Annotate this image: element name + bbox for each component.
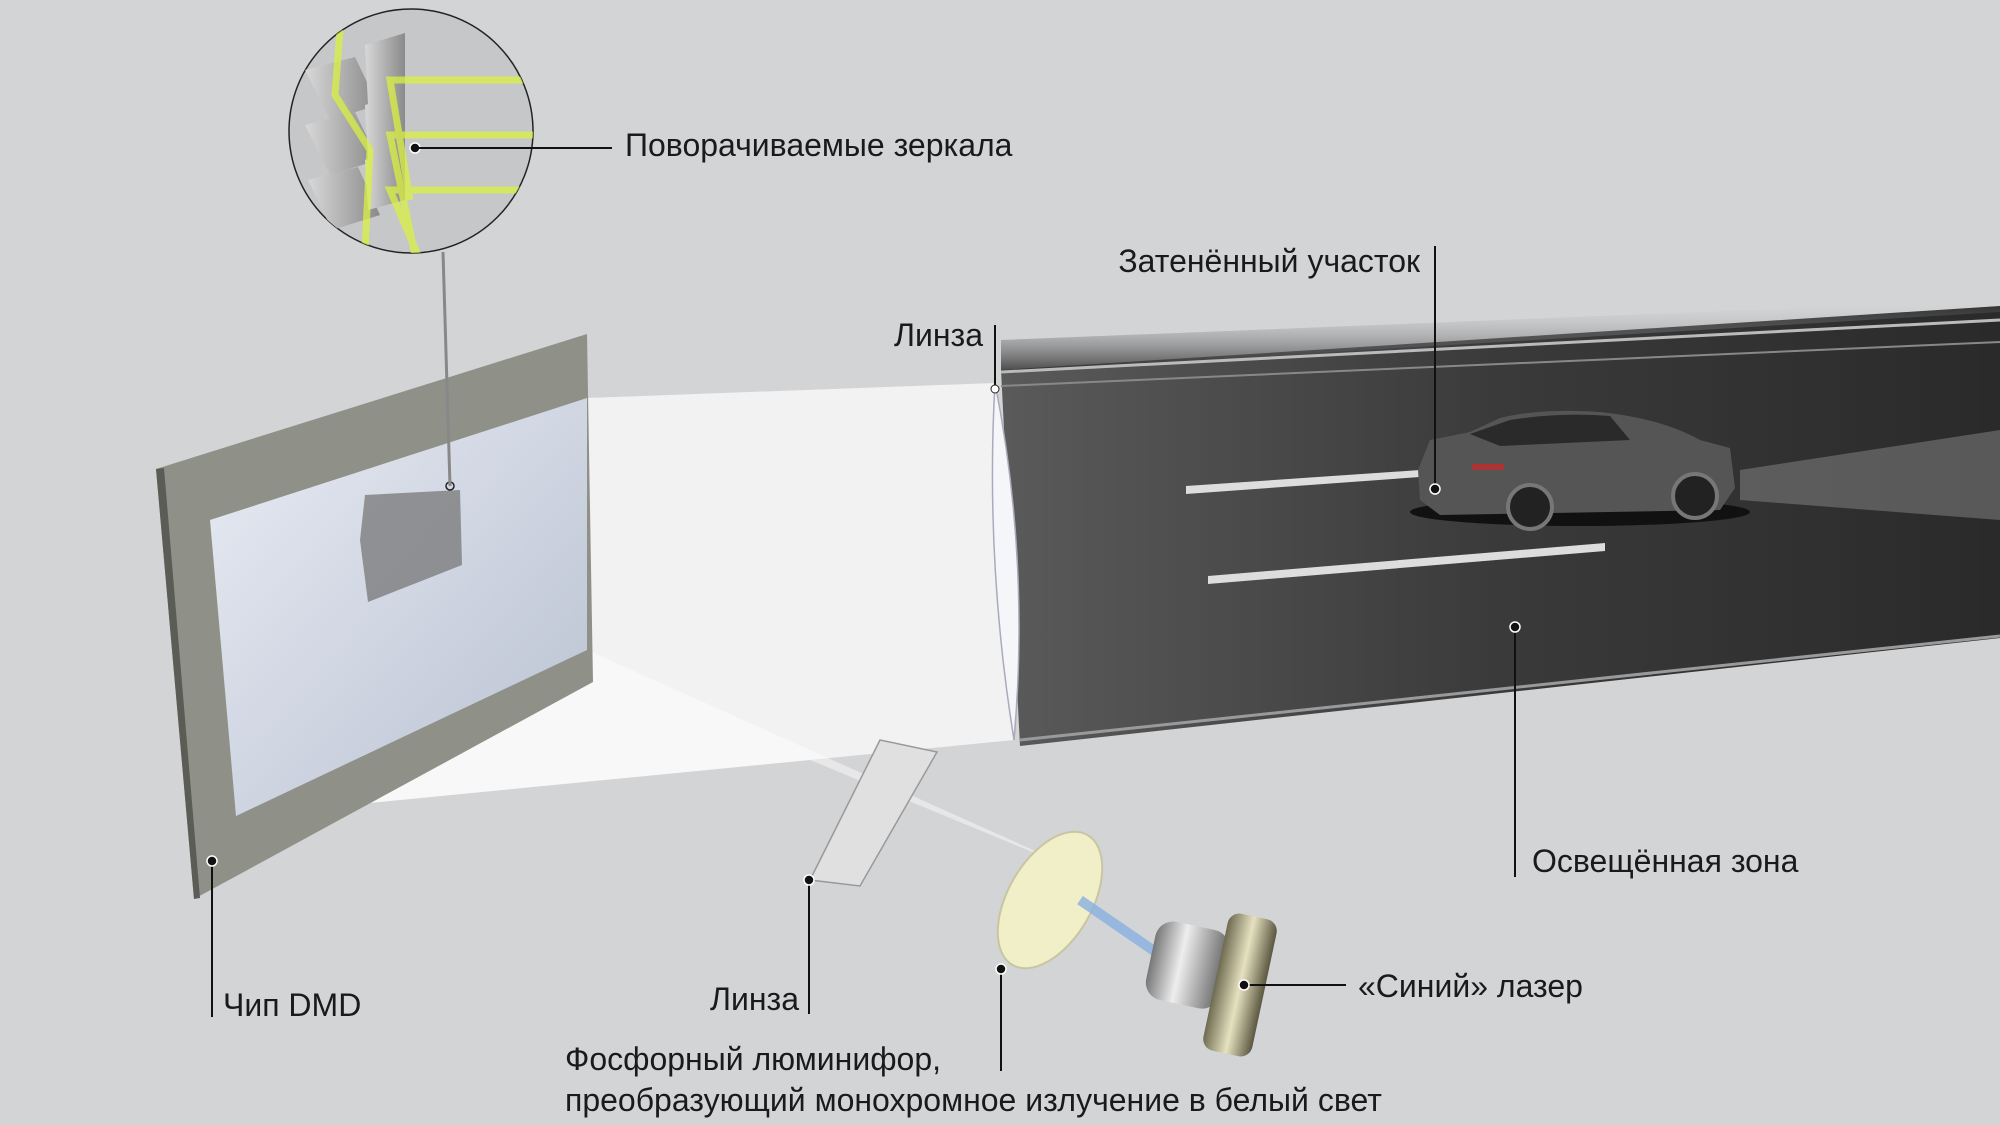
- headlight-beam: [1740, 430, 2000, 520]
- label-blue-laser: «Синий» лазер: [1358, 968, 1583, 1004]
- label-rotating-mirrors: Поворачиваемые зеркала: [625, 127, 1013, 163]
- label-phosphor-line2: преобразующий монохромное излучение в бе…: [565, 1082, 1382, 1118]
- mirror-zoom-inset: [288, 8, 534, 487]
- car-image: [1410, 410, 1750, 531]
- shaded-pattern: [360, 490, 462, 602]
- label-lens-bottom: Линза: [710, 981, 799, 1017]
- guardrail: [1000, 318, 2000, 374]
- label-lens-top: Линза: [894, 317, 983, 353]
- phosphor-converter: [996, 830, 1104, 970]
- condenser-lens: [808, 739, 939, 887]
- laser-beam: [1077, 895, 1163, 960]
- label-lit-zone: Освещённая зона: [1532, 843, 1799, 879]
- label-shaded-area: Затенённый участок: [1118, 243, 1421, 279]
- dmd-chip: [156, 334, 593, 899]
- label-dmd-chip: Чип DMD: [223, 987, 361, 1023]
- road-scene: [1000, 300, 2000, 746]
- leader-lines: [206, 147, 1521, 1071]
- lane-marking: [1186, 470, 1420, 494]
- source-light-beam: [236, 650, 1100, 880]
- projection-lens: [991, 382, 1020, 741]
- label-phosphor-line1: Фосфорный люминифор,: [565, 1041, 941, 1077]
- lane-marking: [1208, 543, 1605, 584]
